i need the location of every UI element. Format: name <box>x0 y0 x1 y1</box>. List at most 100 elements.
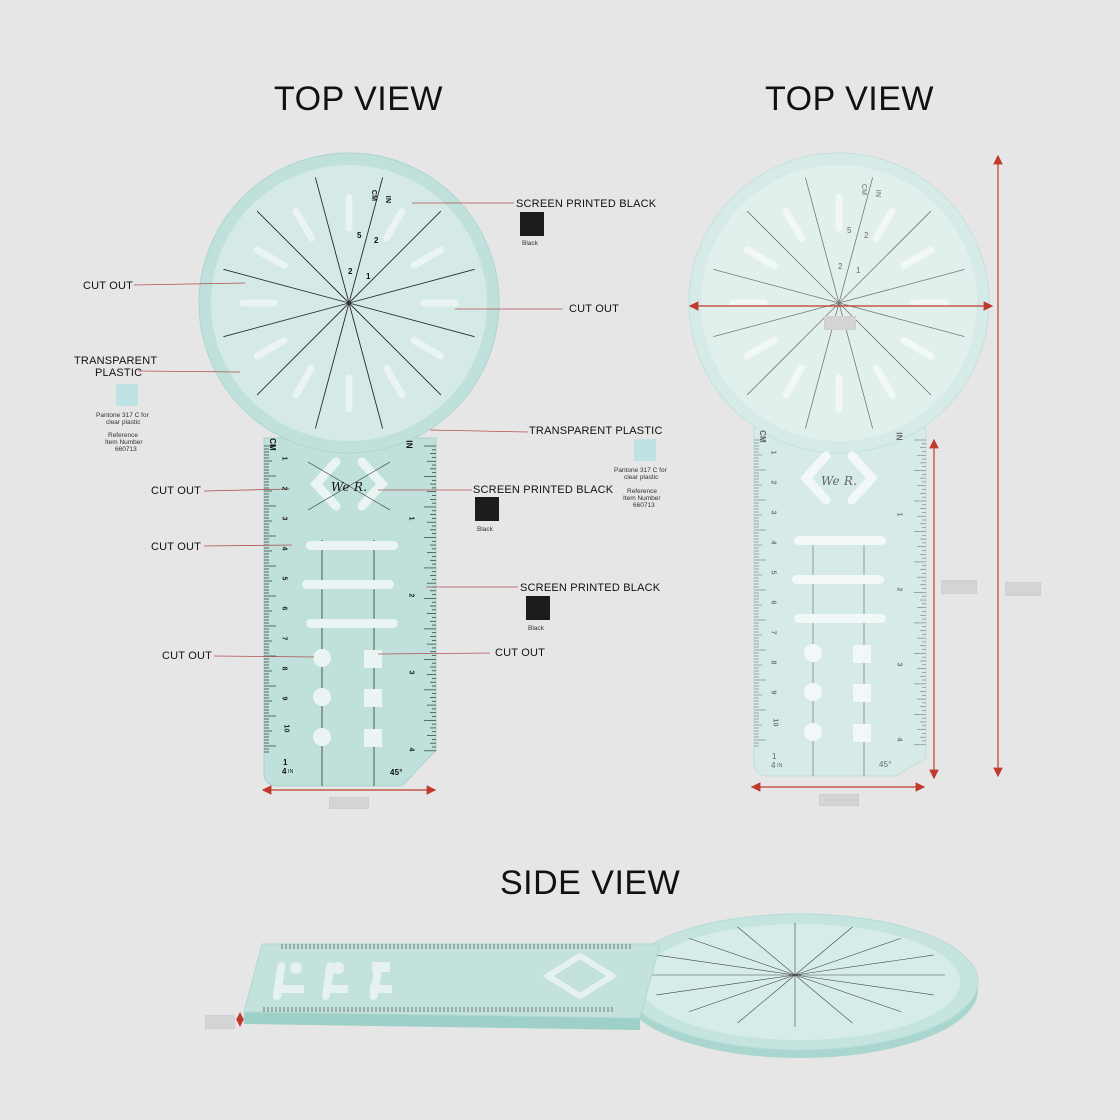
leader-lines-left <box>133 202 563 658</box>
dial-radial-line <box>804 177 840 304</box>
dial-radial-line <box>223 302 350 338</box>
black-swatch-3 <box>526 596 550 620</box>
callout-screen-printed-black-2: SCREEN PRINTED BLACK <box>473 484 614 496</box>
callout-screen-printed-black-3: SCREEN PRINTED BLACK <box>520 582 661 594</box>
width-dimension-box-left <box>329 797 369 809</box>
dial-slot-cutout <box>782 364 806 399</box>
dial-slot-cutout <box>253 246 288 269</box>
circle-cutout-2 <box>313 688 331 706</box>
fraction-unit-right: IN <box>777 763 783 769</box>
square-cutout-3 <box>364 729 382 747</box>
black-swatch-2-label: Black <box>477 526 493 533</box>
dial-slot-cutout <box>420 299 459 307</box>
ruler-cm-number: 4 <box>769 540 777 545</box>
black-swatch-3-label: Black <box>528 625 544 632</box>
dial-number-1: 1 <box>366 272 371 281</box>
dial-radial-line <box>348 177 384 304</box>
dial-number-2b: 2 <box>348 267 353 276</box>
fraction-num-right: 1 <box>772 752 777 761</box>
clear-swatch-2-ref1: Reference <box>627 488 657 495</box>
slot-bar-1 <box>306 541 398 550</box>
clear-swatch-1-line2: clear plastic <box>106 419 141 426</box>
ruler-in-number: 1 <box>895 512 903 517</box>
callout-screen-printed-black-1: SCREEN PRINTED BLACK <box>516 198 657 210</box>
ruler-cm-number: 5 <box>769 570 777 575</box>
dial-slot-cutout <box>239 299 278 307</box>
side-view-title: SIDE VIEW <box>500 864 681 902</box>
dial-radial-line <box>746 302 840 396</box>
callout-cut-out-dial-right: CUT OUT <box>569 303 620 315</box>
dial-slot-cutout <box>410 337 445 360</box>
dial-radial-line <box>314 302 350 429</box>
ruler-cm-number: 8 <box>280 666 288 671</box>
dial-radial-line <box>256 302 350 396</box>
chevron-right-cutout <box>357 457 389 511</box>
dial-radial-line <box>256 210 350 304</box>
clear-swatch-1-ref3: 660713 <box>115 446 137 453</box>
ruler-cm-number: 1 <box>769 450 777 455</box>
side-view-tool <box>236 913 979 1058</box>
clear-swatch-2-line1: Pantone 317 C for <box>614 467 667 474</box>
dial-number-2a-right: 2 <box>864 231 869 240</box>
circle-cutout-3 <box>313 728 331 746</box>
callout-cut-out-circles: CUT OUT <box>162 650 213 662</box>
angle-label-right: 45° <box>879 760 892 769</box>
circle-cutout-1 <box>313 649 331 667</box>
dial-slot-cutout <box>835 374 843 413</box>
dial-radial-line <box>314 177 350 304</box>
thickness-dimension-box <box>205 1015 235 1029</box>
ruler-in-number: 2 <box>895 587 903 592</box>
clear-swatch-2-ref3: 660713 <box>633 502 655 509</box>
handle-height-dimension-box <box>941 580 977 594</box>
ruler-cm-number: 2 <box>280 486 288 491</box>
dial-radial-line <box>838 177 874 304</box>
dial-radial-line <box>223 268 350 304</box>
ruler-cm-number: 9 <box>280 696 288 701</box>
callout-cut-out-slot: CUT OUT <box>151 541 202 553</box>
dial-in-label-right: IN <box>874 189 882 198</box>
chevron-left-cutout <box>309 457 341 511</box>
logo-right: We R. <box>821 474 858 488</box>
dial-radial-line <box>348 302 442 396</box>
dial-slot-cutout <box>383 207 406 242</box>
fraction-den-left: 4 <box>282 767 287 776</box>
clear-swatch-1 <box>116 384 138 406</box>
angle-label-left: 45° <box>390 768 403 777</box>
top-view-title-right: TOP VIEW <box>765 80 935 118</box>
ruler-cm-number: 1 <box>280 456 288 461</box>
dial-slot-cutout <box>383 364 406 399</box>
clear-swatch-2 <box>634 439 656 461</box>
dial-slot-cutout <box>900 246 935 269</box>
dial-slot-cutout <box>743 246 778 269</box>
dial-slot-cutout <box>873 364 896 399</box>
ruler-cm-number: 8 <box>769 660 777 665</box>
dial-number-5-right: 5 <box>847 226 852 235</box>
ruler-in-number: 2 <box>407 593 415 598</box>
ruler-cm-number: 7 <box>280 636 288 641</box>
disc-dimension-box <box>824 316 856 330</box>
dial-number-2a: 2 <box>374 236 379 245</box>
dial-slot-cutout <box>292 207 315 242</box>
ruler-in-number: 3 <box>407 670 415 675</box>
ruler-cm-number: 7 <box>769 630 777 635</box>
ruler-cm-number: 3 <box>280 516 288 521</box>
dial-slot-cutout <box>410 246 445 269</box>
callout-transparent-plastic-inline: TRANSPARENT PLASTIC <box>529 425 663 437</box>
ruler-cm-number: 4 <box>280 546 288 551</box>
ruler-in-number: 4 <box>407 747 415 752</box>
black-swatch-1-label: Black <box>522 240 538 247</box>
dial-cm-label: CM <box>370 189 378 202</box>
dial-in-label: IN <box>384 195 392 204</box>
right-top-view-tool <box>688 152 990 777</box>
side-radial-line <box>737 926 796 976</box>
ruler-cm-number: 10 <box>771 718 779 727</box>
logo-left: We R. <box>331 480 368 494</box>
clear-swatch-1-ref2: Item Number <box>105 439 143 446</box>
in-label-left: IN <box>404 440 414 449</box>
dial-radial-line <box>348 210 442 304</box>
ruler-cm-number: 6 <box>769 600 777 605</box>
slot-bar-3 <box>306 619 398 628</box>
fraction-den-right: 4 <box>771 761 776 770</box>
total-height-dimension-box <box>1005 582 1041 596</box>
side-radial-line <box>794 974 853 1024</box>
